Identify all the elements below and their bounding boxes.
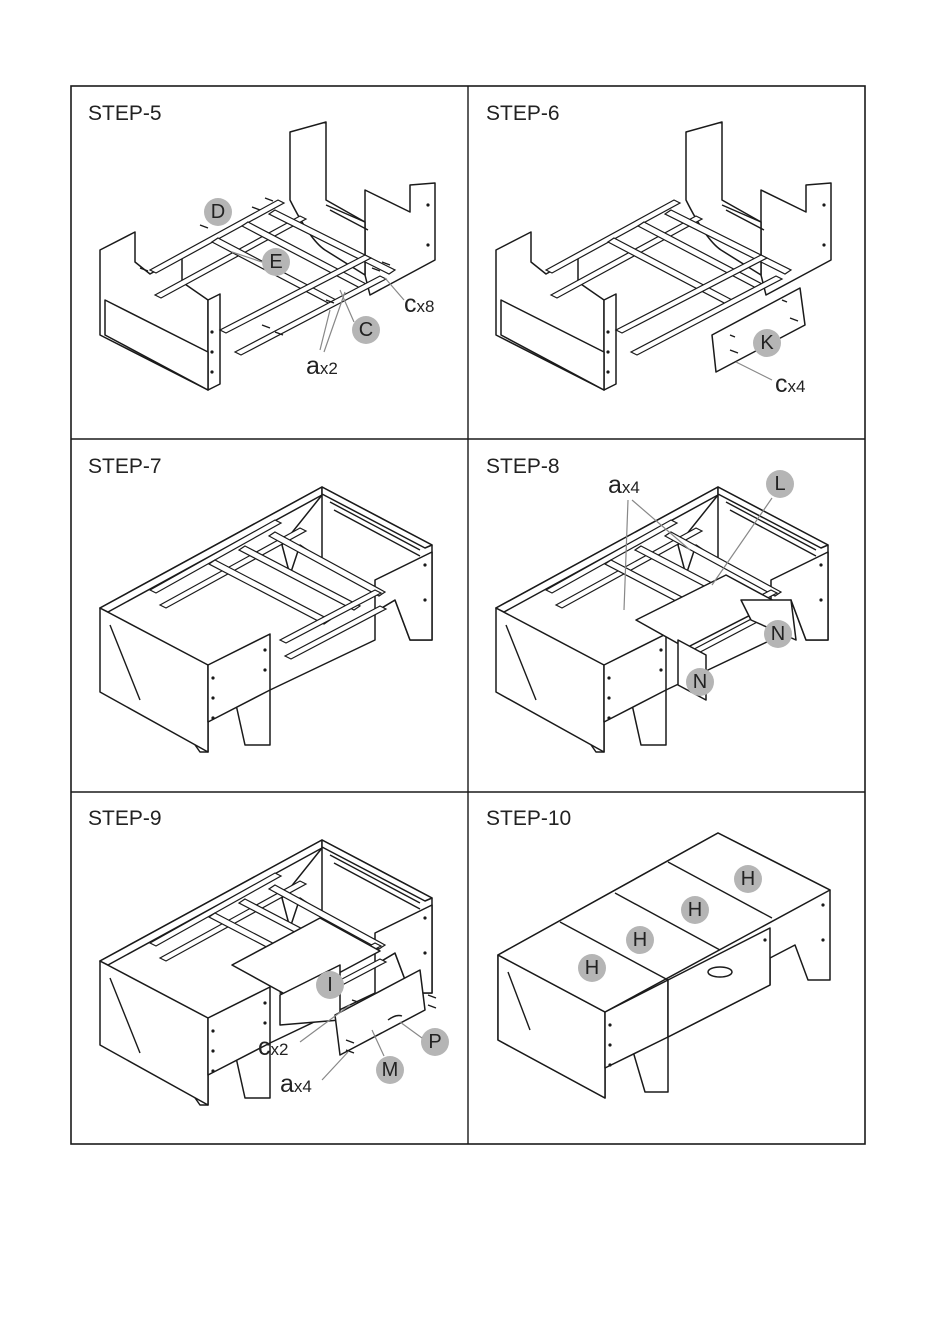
part-label-d: D (211, 201, 225, 223)
hardware-letter: c (775, 370, 788, 398)
part-label-c: C (359, 319, 373, 341)
svg-text:ax4: ax4 (280, 1070, 312, 1098)
part-label-i: I (327, 974, 333, 996)
step-10-illustration (498, 833, 830, 1098)
svg-text:cx4: cx4 (775, 370, 805, 398)
hardware-letter: c (404, 290, 417, 318)
part-label-p: P (428, 1031, 441, 1053)
step-6-panel: STEP-6 K cx4 (486, 102, 831, 398)
part-label-n-right: N (771, 623, 785, 645)
hardware-qty: x4 (294, 1077, 312, 1096)
step-9-title: STEP-9 (88, 807, 162, 830)
svg-text:cx8: cx8 (404, 290, 434, 318)
hardware-letter: a (608, 471, 622, 499)
step-5-panel: STEP-5 D E C cx8 ax2 (88, 102, 435, 390)
step-10-title: STEP-10 (486, 807, 571, 830)
part-label-h-1: H (585, 957, 599, 979)
step-8-panel: STEP-8 L N N ax4 (486, 455, 828, 752)
step-7-panel: STEP-7 (88, 455, 432, 752)
svg-text:ax4: ax4 (608, 471, 640, 499)
hardware-letter: c (258, 1033, 271, 1061)
step-6-illustration (496, 122, 831, 390)
hardware-letter: a (306, 352, 320, 380)
hardware-qty: x4 (788, 377, 806, 396)
leader-p (400, 1022, 422, 1038)
step-7-title: STEP-7 (88, 455, 162, 478)
svg-text:ax2: ax2 (306, 352, 338, 380)
hardware-letter: a (280, 1070, 294, 1098)
hardware-qty: x8 (417, 297, 435, 316)
hardware-qty: x2 (271, 1040, 289, 1059)
part-label-h-2: H (633, 929, 647, 951)
step-8-title: STEP-8 (486, 455, 560, 478)
step-7-illustration (100, 487, 432, 752)
hardware-callout-c-x4: cx4 (736, 362, 805, 398)
step-8-illustration (496, 487, 828, 752)
part-label-h-3: H (688, 899, 702, 921)
step-10-panel: STEP-10 H H H H (486, 807, 830, 1098)
step-5-title: STEP-5 (88, 102, 162, 125)
hardware-qty: x4 (622, 478, 640, 497)
hardware-callout-c-x8: cx8 (385, 278, 434, 318)
step-6-title: STEP-6 (486, 102, 560, 125)
part-label-e: E (269, 251, 282, 273)
hardware-qty: x2 (320, 359, 338, 378)
part-label-k: K (760, 332, 774, 354)
part-label-m: M (382, 1059, 399, 1081)
hardware-callout-a-x4-step9: ax4 (280, 1052, 348, 1098)
part-label-n-left: N (693, 671, 707, 693)
step-9-panel: STEP-9 I P M cx2 ax4 (88, 807, 449, 1105)
part-label-h-4: H (741, 868, 755, 890)
part-label-l: L (774, 473, 785, 495)
